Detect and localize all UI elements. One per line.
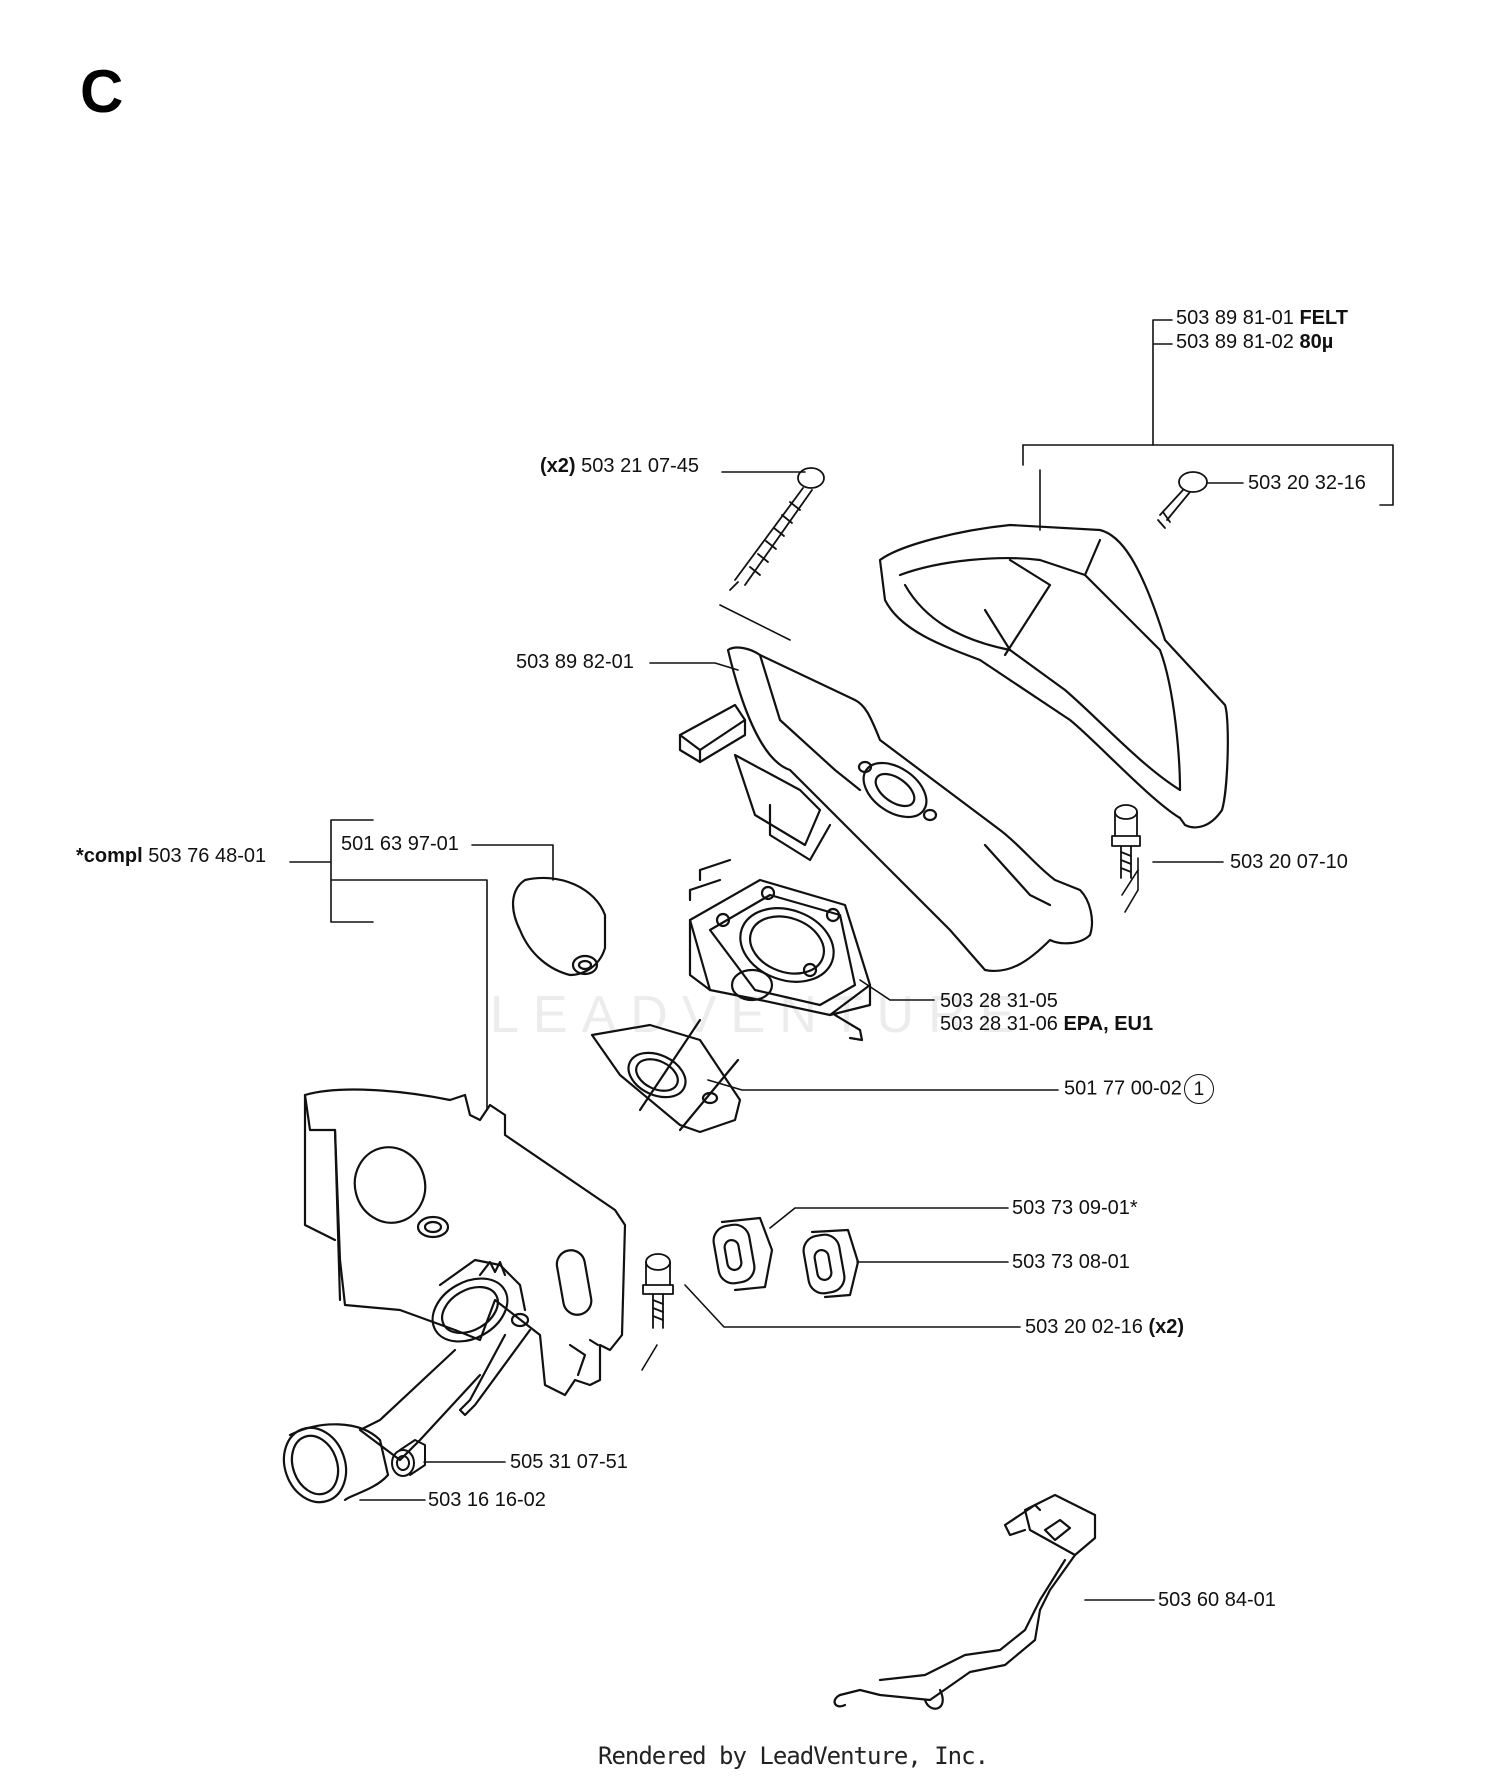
watermark: LEADVENTURE bbox=[490, 986, 1029, 1044]
label-sleeve-large: 503 16 16-02 bbox=[428, 1489, 546, 1511]
carburetor bbox=[688, 858, 872, 1042]
label-sleeve-small: 505 31 07-51 bbox=[510, 1451, 628, 1473]
label-bolt-right: 503 20 07-10 bbox=[1230, 851, 1348, 873]
grommet-a bbox=[712, 1216, 774, 1292]
part-number: 503 28 31-06 bbox=[940, 1013, 1058, 1035]
label-compl: *compl 503 76 48-01 bbox=[76, 845, 266, 867]
label-screw-cover: 503 20 32-16 bbox=[1248, 472, 1366, 494]
label-grommet-b: 503 73 08-01 bbox=[1012, 1251, 1130, 1273]
part-tag: *compl bbox=[76, 845, 143, 867]
air-filter-cover bbox=[878, 523, 1229, 829]
footer-credit: Rendered by LeadVenture, Inc. bbox=[598, 1742, 989, 1770]
filter-holder bbox=[678, 646, 1094, 973]
gasket bbox=[590, 1018, 742, 1134]
part-number: 503 20 07-10 bbox=[1230, 851, 1348, 873]
part-qty: (x2) bbox=[1148, 1316, 1185, 1338]
part-qty: (x2) bbox=[540, 455, 576, 477]
intake-plate bbox=[303, 1088, 627, 1397]
part-number: 503 89 81-02 bbox=[1176, 331, 1294, 353]
screw-cover bbox=[1157, 471, 1208, 529]
sleeve-large bbox=[282, 1423, 390, 1504]
leader-lines bbox=[289, 319, 1394, 1601]
part-number: 503 20 32-16 bbox=[1248, 472, 1366, 494]
part-number: 503 28 31-05 bbox=[940, 990, 1058, 1012]
sleeve-small bbox=[391, 1439, 426, 1477]
throttle-rod bbox=[833, 1493, 1097, 1710]
section-letter: C bbox=[80, 58, 124, 125]
part-number: 503 89 81-01 bbox=[1176, 307, 1294, 329]
part-number: 501 63 97-01 bbox=[341, 833, 459, 855]
label-grommet-a: 503 73 09-01* bbox=[1012, 1197, 1138, 1219]
part-number: 503 16 16-02 bbox=[428, 1489, 546, 1511]
part-tag: FELT bbox=[1299, 307, 1348, 329]
grommet-b bbox=[802, 1228, 860, 1299]
label-filter-felt: 503 89 81-01 FELT bbox=[1176, 307, 1348, 329]
part-number: 503 73 08-01 bbox=[1012, 1251, 1130, 1273]
label-screw-long: (x2) 503 21 07-45 bbox=[540, 455, 699, 477]
label-primer-bulb: 501 63 97-01 bbox=[341, 833, 459, 855]
part-number: 503 20 02-16 bbox=[1025, 1316, 1143, 1338]
label-throttle-rod: 503 60 84-01 bbox=[1158, 1589, 1276, 1611]
part-number: 503 60 84-01 bbox=[1158, 1589, 1276, 1611]
label-filter-holder: 503 89 82-01 bbox=[516, 651, 634, 673]
part-number: 501 77 00-02 bbox=[1064, 1077, 1182, 1100]
bolt-lower bbox=[642, 1253, 674, 1329]
part-number: 503 21 07-45 bbox=[581, 455, 700, 477]
part-number: 505 31 07-51 bbox=[510, 1451, 628, 1473]
reference-circle: 1 bbox=[1183, 1074, 1214, 1104]
label-bolt-lower: 503 20 02-16 (x2) bbox=[1025, 1316, 1184, 1338]
primer-bulb bbox=[512, 876, 607, 977]
bolt-right bbox=[1111, 804, 1141, 879]
screw-long bbox=[729, 467, 825, 591]
label-carburetor-1: 503 28 31-05 bbox=[940, 990, 1058, 1012]
part-number: 503 89 82-01 bbox=[516, 651, 634, 673]
intake-tube bbox=[358, 1258, 532, 1462]
part-tag: 80µ bbox=[1299, 331, 1334, 353]
part-tag: EPA, EU1 bbox=[1063, 1013, 1154, 1035]
label-carburetor-2: 503 28 31-06 EPA, EU1 bbox=[940, 1013, 1153, 1035]
label-filter-mesh: 503 89 81-02 80µ bbox=[1176, 331, 1333, 353]
part-number: 503 76 48-01 bbox=[148, 845, 267, 867]
part-number: 503 73 09-01* bbox=[1012, 1197, 1138, 1219]
